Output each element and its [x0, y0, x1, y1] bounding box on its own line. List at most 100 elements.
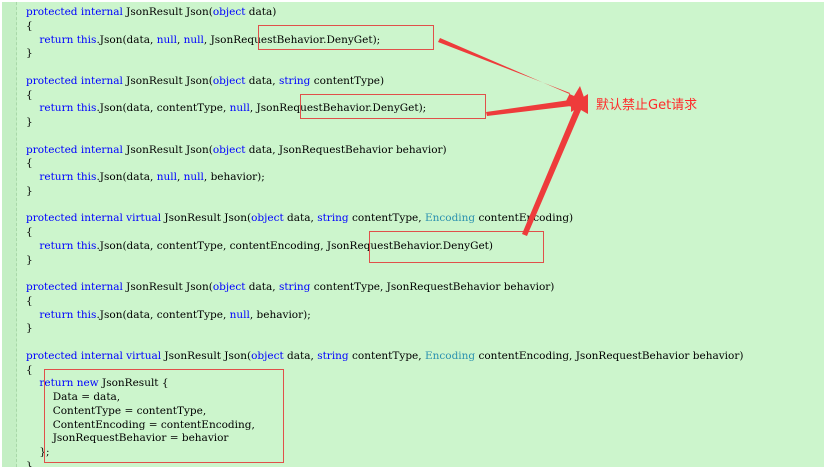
code-token: .Json(data, contentType, [96, 102, 230, 115]
code-token: null [229, 308, 250, 321]
code-token: , behavior); [203, 171, 265, 183]
code-token: Encoding [424, 212, 476, 225]
code-token: null [156, 33, 177, 46]
code-token: contentEncoding) [475, 212, 574, 225]
code-token: .Json(data, contentType, [96, 308, 230, 321]
code-token: contentType) [310, 74, 385, 87]
code-token: object [212, 74, 246, 87]
code-token: JsonResult Json( [126, 6, 213, 18]
code-token: Encoding [424, 349, 476, 362]
code-line: protected internal JsonResult Json(objec… [26, 280, 554, 294]
code-token: object [251, 212, 284, 225]
code-token: contentType, JsonRequestBehavior behavio… [310, 281, 555, 293]
annotation-label: 默认禁止Get请求 [596, 98, 698, 113]
code-token: object [212, 281, 246, 293]
editor-gutter [2, 2, 17, 467]
code-line: { [26, 363, 33, 377]
code-token: , JsonRequestBehavior.DenyGet); [203, 33, 381, 46]
code-line: protected internal JsonResult Json(objec… [26, 143, 447, 157]
code-token: , JsonRequestBehavior.DenyGet); [249, 102, 427, 115]
code-token: { [26, 88, 33, 101]
code-token: } [26, 184, 33, 197]
code-token: JsonRequestBehavior = behavior [26, 432, 229, 445]
code-token: protected internal [26, 74, 127, 87]
code-line: } [26, 46, 33, 60]
code-line: ContentType = contentType, [26, 404, 206, 418]
code-token: return new [39, 377, 102, 390]
code-token: return this [39, 308, 97, 321]
code-token: } [26, 322, 33, 335]
code-token: ContentType = contentType, [26, 404, 207, 417]
code-token: null [156, 171, 177, 183]
code-token: JsonResult Json( [126, 143, 213, 156]
code-token: .Json(data, [96, 171, 157, 183]
arrow-3 [522, 94, 588, 236]
code-line: protected internal virtual JsonResult Js… [26, 211, 573, 225]
highlight-box-denyget-2 [300, 94, 486, 119]
code-token: data) [245, 6, 277, 18]
code-line: { [26, 156, 33, 170]
code-token: protected internal [26, 281, 127, 293]
code-token: object [212, 6, 246, 18]
code-token: , behavior); [249, 308, 311, 321]
code-token: data, [245, 281, 279, 293]
code-token: return this [39, 102, 97, 115]
code-token: data, [283, 349, 318, 362]
code-token: { [26, 294, 33, 307]
code-token: protected internal virtual [26, 212, 165, 225]
code-token: JsonResult Json( [126, 74, 213, 87]
code-token: return this [39, 33, 97, 46]
code-line: { [26, 294, 33, 308]
code-token: , [176, 171, 184, 183]
highlight-box-jsonresult-init [44, 369, 284, 463]
code-token: string [278, 74, 311, 87]
code-token: JsonResult Json( [164, 349, 252, 362]
code-token: protected internal [26, 143, 127, 156]
code-token: contentType, [348, 349, 425, 362]
arrow-2 [486, 94, 588, 116]
code-line: { [26, 88, 33, 102]
code-token: , [176, 33, 184, 46]
code-token: object [251, 349, 284, 362]
code-token: data, [283, 212, 318, 225]
code-line: } [26, 253, 33, 267]
code-line: protected internal JsonResult Json(objec… [26, 5, 276, 19]
code-token: Data = data, [26, 391, 121, 403]
code-token: return this [39, 239, 97, 252]
code-token: JsonResult Json( [126, 281, 213, 293]
code-token: protected internal [26, 6, 127, 18]
code-token: contentEncoding, JsonRequestBehavior beh… [475, 349, 744, 362]
code-token: } [26, 253, 33, 266]
highlight-box-denyget-1 [258, 25, 434, 50]
code-line: } [26, 321, 33, 335]
code-token: object [212, 143, 246, 156]
code-token: JsonResult Json( [164, 212, 252, 225]
code-token: .Json(data, [96, 33, 157, 46]
code-token: data, [245, 74, 279, 87]
code-line: return new JsonResult { [26, 376, 169, 390]
code-line: { [26, 19, 33, 33]
code-token: contentType, [348, 212, 425, 225]
code-token: string [317, 349, 349, 362]
code-token: { [26, 363, 33, 376]
code-token: return this [39, 171, 97, 183]
code-line: ContentEncoding = contentEncoding, [26, 418, 255, 432]
code-line: Data = data, [26, 390, 120, 404]
code-line: } [26, 184, 33, 198]
code-token: { [26, 226, 33, 238]
code-token: JsonResult { [102, 377, 169, 390]
code-line: return this.Json(data, null, null, JsonR… [26, 33, 380, 47]
code-line: } [26, 459, 33, 467]
code-token: null [229, 102, 250, 115]
code-line: return this.Json(data, contentType, cont… [26, 239, 493, 253]
code-token: string [278, 281, 311, 293]
code-token: { [26, 157, 33, 170]
code-token: null [183, 33, 204, 46]
code-line: return this.Json(data, contentType, null… [26, 101, 426, 115]
code-line: return this.Json(data, null, null, behav… [26, 170, 265, 184]
code-token: data, JsonRequestBehavior behavior) [245, 143, 447, 156]
code-token: ContentEncoding = contentEncoding, [26, 418, 255, 431]
code-line: protected internal virtual JsonResult Js… [26, 349, 743, 363]
